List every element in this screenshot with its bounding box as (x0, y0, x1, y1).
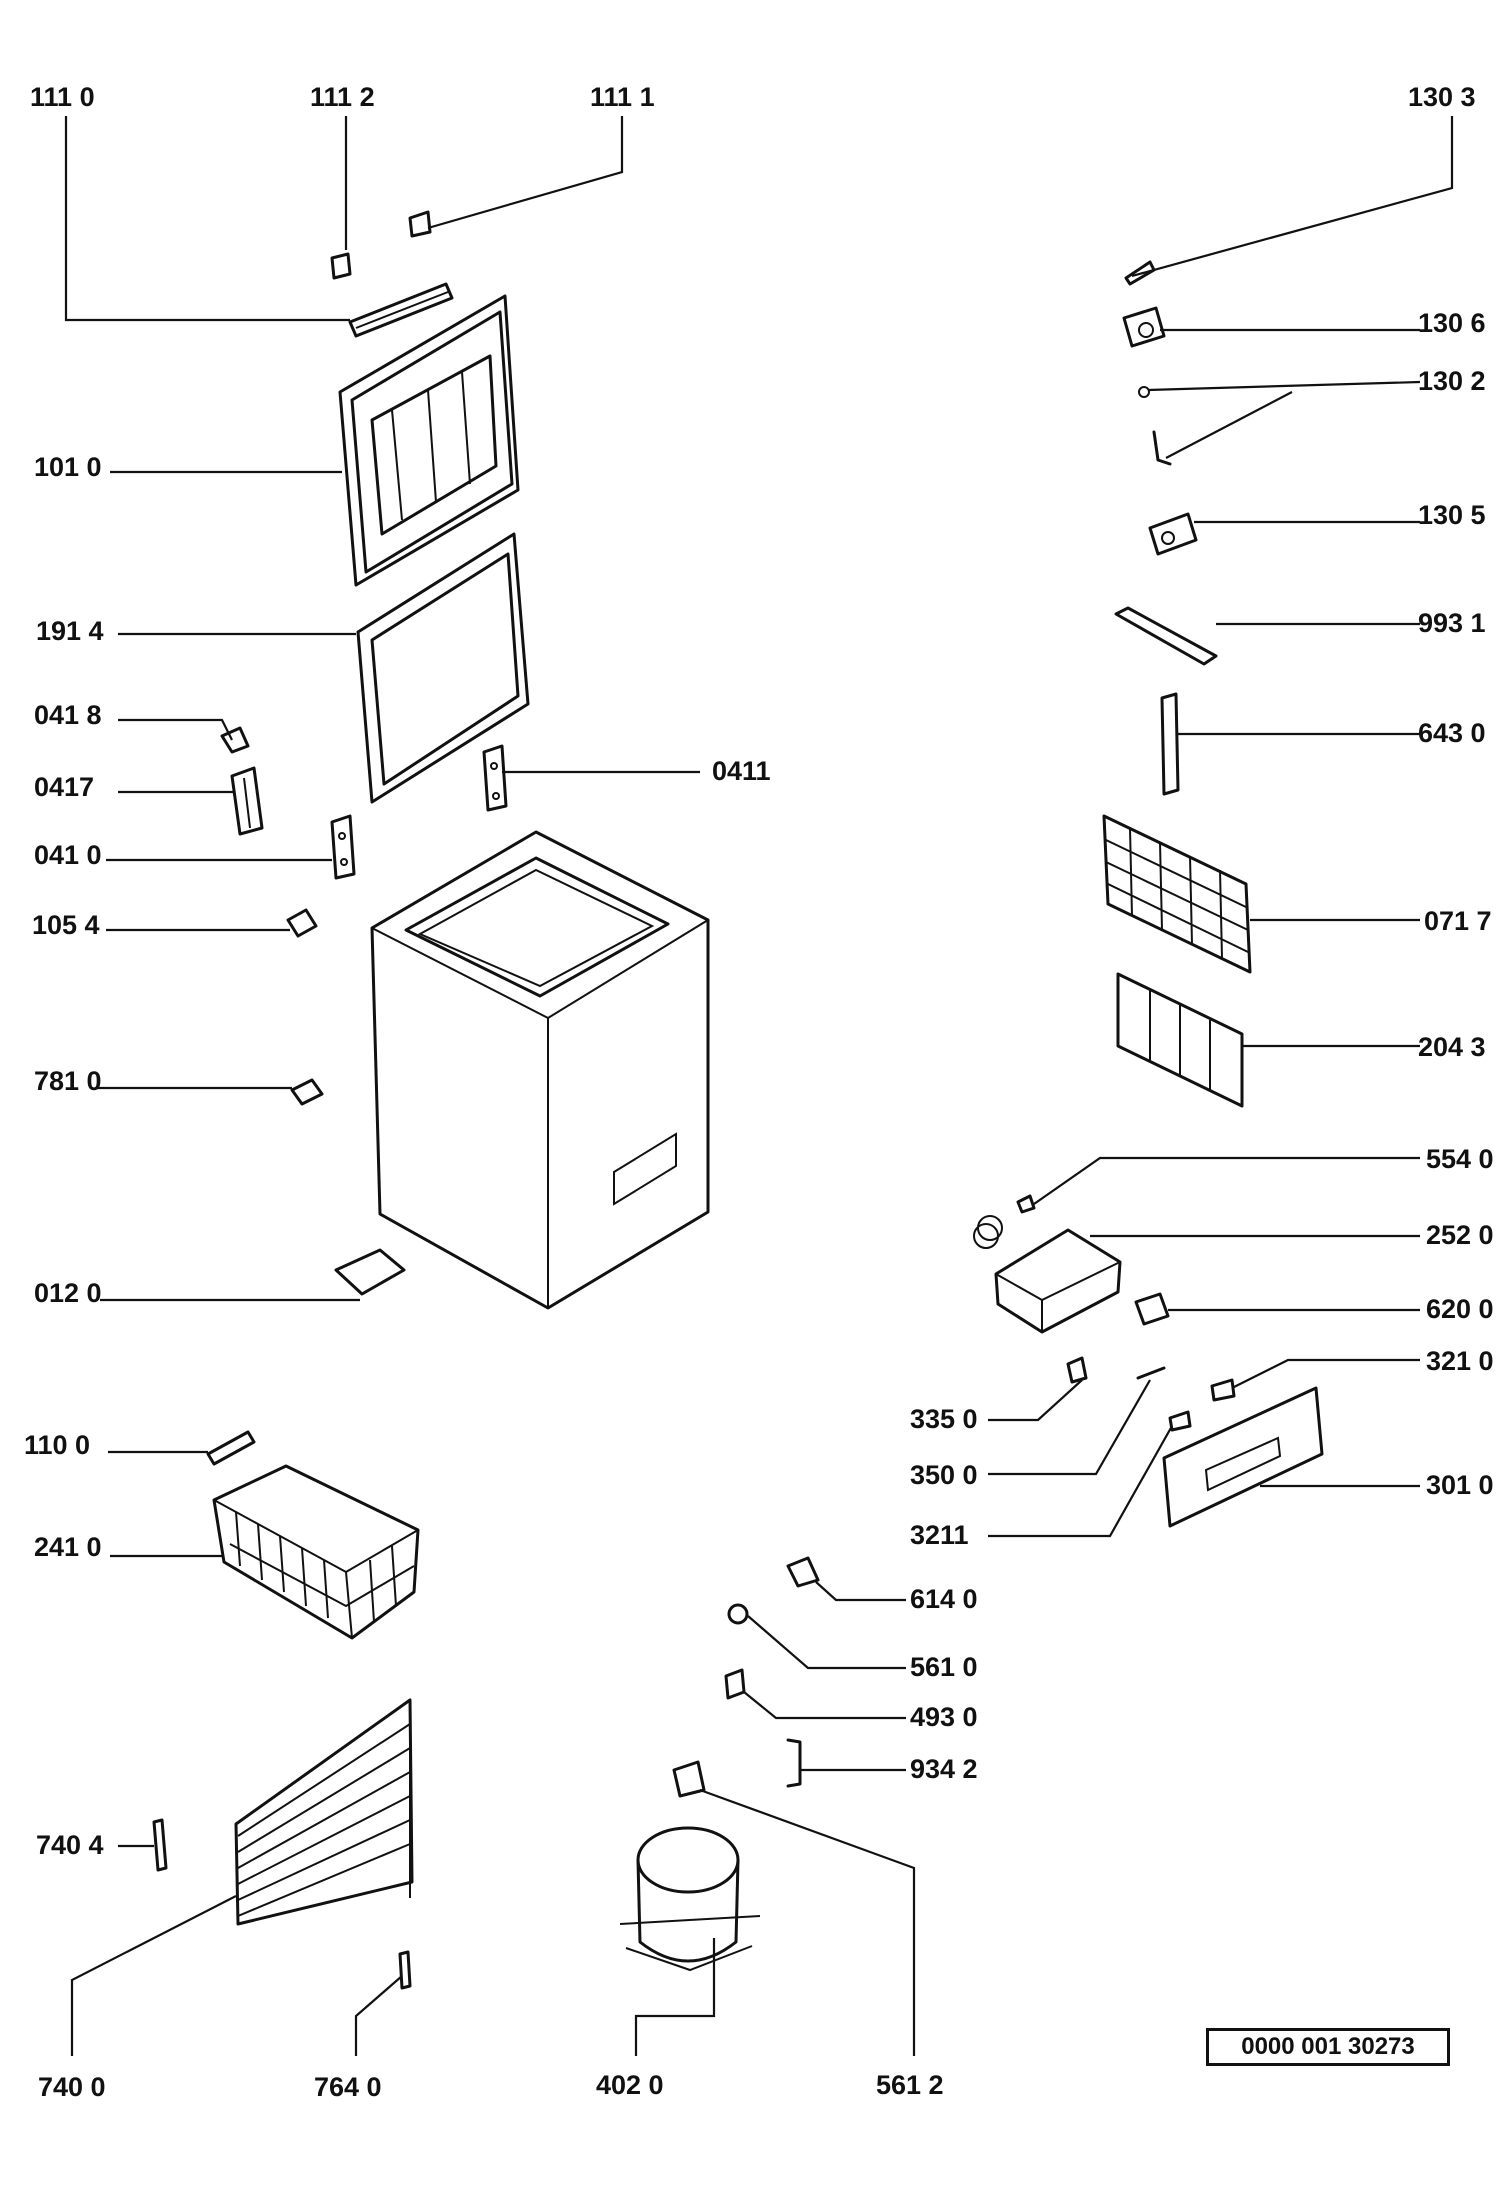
label-0411: 0411 (712, 756, 771, 786)
label-1306: 130 6 (1418, 308, 1486, 338)
part-7400-condenser (234, 1698, 414, 1926)
part-5540-spring (973, 1194, 1036, 1249)
part-0120-bracket (334, 1248, 406, 1296)
part-5610-thermostat (727, 1603, 749, 1625)
part-5612-relay (672, 1760, 706, 1798)
label-1110: 111 0 (30, 82, 95, 112)
part-1302-lamp-wire (1138, 386, 1172, 466)
part-1111-clip (408, 210, 432, 238)
label-1054: 105 4 (32, 910, 100, 940)
part-0410-hinge (330, 814, 356, 880)
part-labels: 111 0 111 2 111 1 130 3 130 6 130 2 130 … (24, 82, 1494, 2102)
label-0417: 0417 (34, 772, 94, 802)
part-3500-lamp (1136, 1366, 1166, 1380)
part-3350-knob (1066, 1356, 1088, 1384)
label-5540: 554 0 (1426, 1144, 1494, 1174)
part-1100-rail (206, 1430, 256, 1466)
label-4020: 402 0 (596, 2070, 664, 2100)
label-1302: 130 2 (1418, 366, 1486, 396)
document-number: 0000 001 30273 (1206, 2028, 1450, 2066)
part-7810-fitting (290, 1078, 324, 1106)
label-6140: 614 0 (910, 1584, 978, 1614)
part-1914-gasket (356, 532, 530, 804)
part-2410-basket (212, 1464, 420, 1640)
part-0418-bracket (220, 726, 250, 754)
part-6140-connector (786, 1556, 820, 1588)
label-9931: 993 1 (1418, 608, 1486, 638)
part-4020-compressor (619, 1826, 761, 1972)
part-3211-indicator (1168, 1410, 1192, 1432)
part-0411-hinge (482, 744, 508, 812)
label-3010: 301 0 (1426, 1470, 1494, 1500)
part-1306-housing (1122, 306, 1166, 348)
label-6200: 620 0 (1426, 1294, 1494, 1324)
label-1914: 191 4 (36, 616, 104, 646)
label-7810: 781 0 (34, 1066, 102, 1096)
label-1100: 110 0 (24, 1430, 90, 1460)
label-0410: 041 0 (34, 840, 102, 870)
part-3010-control-panel (1162, 1386, 1324, 1528)
label-7640: 764 0 (314, 2072, 382, 2102)
label-7400: 740 0 (38, 2072, 106, 2102)
part-cabinet-body (370, 830, 710, 1310)
label-2410: 241 0 (34, 1532, 102, 1562)
label-3350: 335 0 (910, 1404, 978, 1434)
label-0418: 041 8 (34, 700, 102, 730)
label-1303: 130 3 (1408, 82, 1476, 112)
label-1305: 130 5 (1418, 500, 1486, 530)
leader-lines (64, 116, 1454, 2056)
part-1010-lid (338, 294, 520, 587)
part-2043-panel (1116, 972, 1244, 1108)
part-9342-bracket (786, 1738, 802, 1788)
label-3211: 3211 (910, 1520, 969, 1550)
part-9931-strip (1114, 606, 1218, 666)
label-1112: 111 2 (310, 82, 375, 112)
part-3210-indicator (1210, 1378, 1236, 1402)
label-7404: 740 4 (36, 1830, 104, 1860)
part-7404-clip (152, 1818, 168, 1872)
part-1305-lamp-holder (1148, 512, 1198, 556)
label-5610: 561 0 (910, 1652, 978, 1682)
part-6200-switch (1134, 1292, 1170, 1326)
label-2043: 204 3 (1418, 1032, 1486, 1062)
label-6430: 643 0 (1418, 718, 1486, 748)
label-2520: 252 0 (1426, 1220, 1494, 1250)
label-4930: 493 0 (910, 1702, 978, 1732)
label-3500: 350 0 (910, 1460, 978, 1490)
part-1110-handle (348, 282, 454, 338)
label-0120: 012 0 (34, 1278, 102, 1308)
part-2520-housing (994, 1228, 1122, 1334)
label-3210: 321 0 (1426, 1346, 1494, 1376)
part-1054-fitting (286, 908, 318, 938)
part-1112-clip (330, 252, 352, 280)
part-0417-hinge-cover (230, 766, 264, 836)
part-6430-bar (1160, 692, 1180, 796)
part-7640-clip (398, 1950, 412, 1990)
label-1010: 101 0 (34, 452, 102, 482)
label-1111: 111 1 (590, 82, 655, 112)
part-0717-evaporator-grid (1102, 814, 1252, 974)
label-5612: 561 2 (876, 2070, 944, 2100)
label-9342: 934 2 (910, 1754, 978, 1784)
part-4930-relay (724, 1668, 746, 1700)
label-0717: 071 7 (1424, 906, 1492, 936)
